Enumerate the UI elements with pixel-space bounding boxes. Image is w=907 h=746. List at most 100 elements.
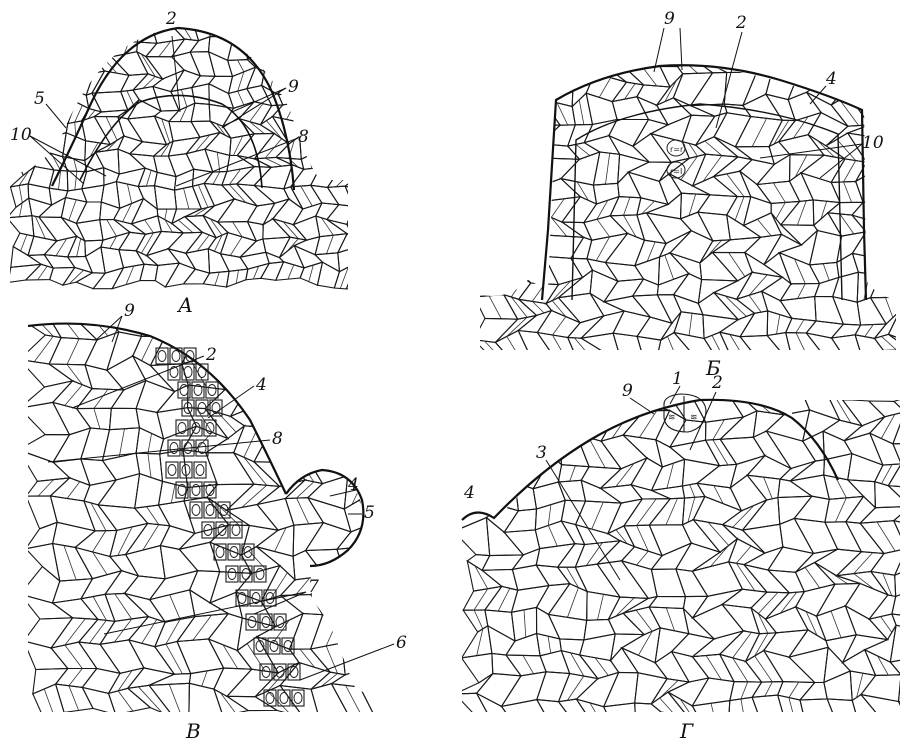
cell-wall xyxy=(797,63,807,83)
tissue-cell xyxy=(692,678,734,706)
tissue-cell xyxy=(317,152,339,170)
tissue-cell xyxy=(209,36,234,60)
tissue-cell xyxy=(536,565,570,586)
tissue-cell xyxy=(247,38,266,60)
cell-wall xyxy=(94,409,100,429)
tissue-cell xyxy=(722,605,759,634)
tissue-cell xyxy=(781,200,814,225)
tissue-cell xyxy=(331,590,382,624)
cell-wall xyxy=(826,569,848,584)
tissue-cell xyxy=(720,437,765,464)
tissue-cell xyxy=(257,499,294,531)
tissue-cell xyxy=(655,628,689,663)
tissue-cell xyxy=(683,520,721,553)
tissue-cell xyxy=(247,53,264,71)
tissue-cell xyxy=(293,203,322,225)
cell-wall xyxy=(844,182,852,203)
cell-wall xyxy=(758,614,768,634)
tissue-cell xyxy=(366,342,397,366)
tissue-cell xyxy=(294,53,324,79)
cell-wall xyxy=(195,432,213,451)
tissue-cell xyxy=(336,69,357,92)
cell-wall xyxy=(589,438,605,468)
tissue-cell xyxy=(24,641,68,670)
tissue-cell xyxy=(311,684,350,718)
tissue-cell xyxy=(857,298,886,325)
tissue-cell xyxy=(258,36,288,64)
cell-wall xyxy=(599,62,611,78)
tissue-cell xyxy=(77,389,124,409)
cell-wall xyxy=(61,315,79,339)
tissue-cell xyxy=(294,246,322,268)
tissue-cell xyxy=(737,272,783,299)
cell-wall xyxy=(297,498,309,524)
tissue-cell xyxy=(169,103,195,121)
tissue-cell xyxy=(369,387,408,416)
cell-wall xyxy=(17,24,27,38)
tissue-cell xyxy=(698,195,738,215)
tissue-cell xyxy=(248,203,275,224)
cell-wall xyxy=(297,482,314,498)
cell-wall xyxy=(507,336,520,358)
cell-wall xyxy=(38,266,48,280)
tissue-cell xyxy=(8,37,41,60)
tissue-cell xyxy=(327,152,365,172)
tissue-cell xyxy=(506,120,539,144)
tissue-cell xyxy=(757,155,790,185)
cell-wall xyxy=(612,413,630,438)
cell-wall xyxy=(736,546,751,563)
tissue-cell xyxy=(869,401,905,417)
tissue-cell xyxy=(203,199,234,222)
tissue-cell xyxy=(536,544,575,568)
tissue-cell xyxy=(751,592,789,619)
tissue-cell xyxy=(724,72,756,105)
tissue-cell xyxy=(110,408,140,429)
tissue-cell xyxy=(848,75,885,107)
tissue-cell xyxy=(681,193,710,219)
cell-wall xyxy=(380,316,387,344)
cell-wall xyxy=(54,86,62,104)
tissue-cell xyxy=(85,240,103,256)
tissue-cell xyxy=(502,700,547,721)
cell-wall xyxy=(288,265,294,279)
tissue-cell xyxy=(889,240,907,264)
cell-wall xyxy=(553,317,566,335)
cell-wall xyxy=(328,25,333,38)
tissue-cell xyxy=(846,522,884,554)
tissue-cell xyxy=(360,661,397,688)
tissue-cell xyxy=(768,547,814,572)
cell-wall xyxy=(431,573,439,592)
tissue-cell xyxy=(890,656,907,682)
cell-wall xyxy=(885,280,894,297)
tissue-cell xyxy=(77,408,112,429)
tissue-cell xyxy=(623,597,657,614)
panel-b-label-9: 9 xyxy=(664,9,675,29)
tissue-cell xyxy=(394,660,431,689)
tissue-cell xyxy=(413,643,454,668)
tissue-cell xyxy=(762,277,791,301)
tissue-cell xyxy=(214,689,248,716)
tissue-cell xyxy=(53,459,90,485)
cell-wall xyxy=(498,444,507,465)
panel-v-label-5: 5 xyxy=(364,503,375,523)
cell-wall xyxy=(337,40,352,59)
tissue-cell xyxy=(366,364,408,391)
tissue-cell xyxy=(267,365,297,393)
tissue-cell xyxy=(668,678,709,706)
tissue-cell xyxy=(291,334,329,370)
cell-wall xyxy=(524,610,526,637)
tissue-cell xyxy=(720,654,762,682)
tissue-cell xyxy=(390,428,423,462)
tissue-cell xyxy=(263,199,289,225)
cell-wall xyxy=(831,611,841,638)
tissue-cell xyxy=(888,334,907,364)
tissue-cell xyxy=(548,614,586,640)
tissue-cell xyxy=(477,693,512,722)
cell-wall xyxy=(107,220,117,237)
cell-wall xyxy=(287,103,296,120)
cell-wall xyxy=(836,62,858,81)
tissue-cell xyxy=(778,479,812,497)
cell-wall xyxy=(489,296,501,319)
cell-wall xyxy=(91,25,97,43)
tissue-cell xyxy=(332,118,363,139)
